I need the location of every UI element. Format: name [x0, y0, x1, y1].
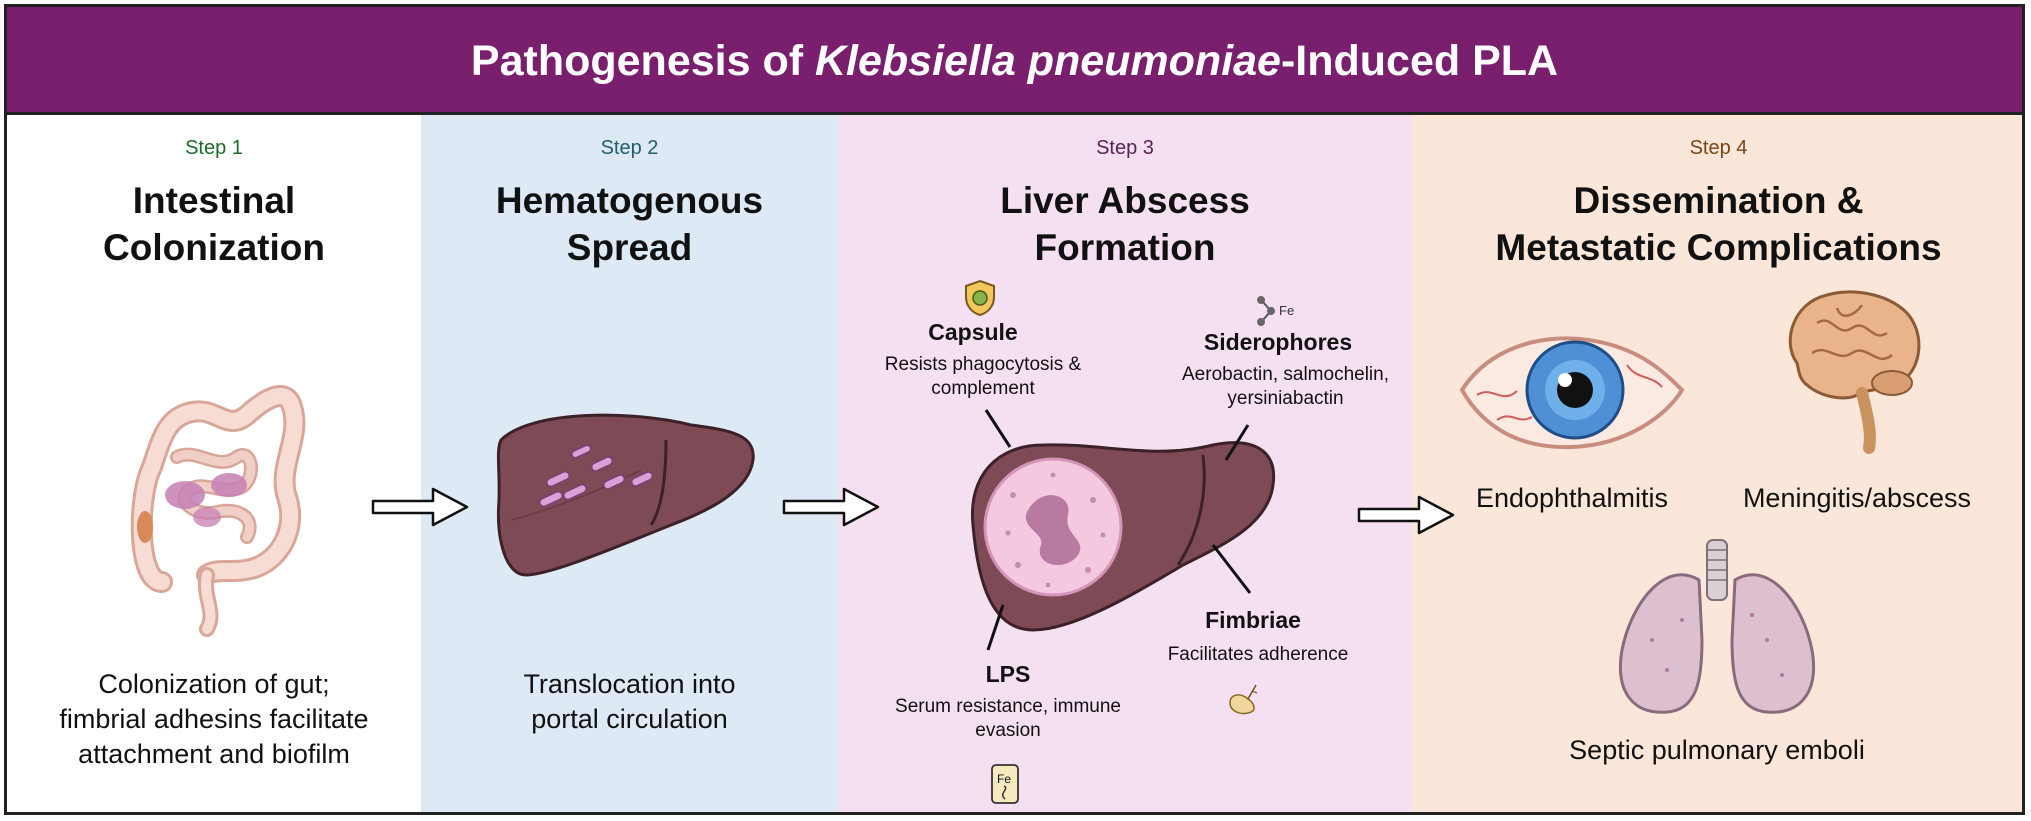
lps-desc-line1: Serum resistance, immune	[895, 696, 1121, 717]
panel-step-4: Step 4 Dissemination & Metastatic Compli…	[1412, 115, 2022, 812]
step-1-title-line1: Intestinal	[132, 180, 296, 221]
liver-icon	[496, 413, 755, 577]
factor-pointer-lines	[984, 409, 1252, 651]
eye-icon	[1459, 336, 1685, 450]
panel-step-2: Step 2 Hematogenous Spread Translocation…	[421, 115, 838, 812]
step-2-title-line2: Spread	[566, 227, 693, 268]
step-2-desc-line1: Translocation into	[523, 669, 736, 699]
step-4-title: Dissemination & Metastatic Complications	[1412, 177, 2022, 271]
capsule-desc-line1: Resists phagocytosis &	[884, 354, 1082, 375]
step-2-label: Step 2	[600, 137, 659, 159]
capsule-description: Resists phagocytosis & complement	[853, 353, 1113, 401]
siderophores-description: Aerobactin, salmochelin, yersiniabactin	[1163, 363, 1408, 411]
title-italic-species: Klebsiella pneumoniae	[815, 37, 1281, 85]
step-3-label: Step 3	[1096, 137, 1154, 159]
panel-step-3: Step 3 Liver Abscess Formation Capsule R…	[838, 115, 1412, 812]
step-4-title-line2: Metastatic Complications	[1495, 227, 1942, 268]
lps-description: Serum resistance, immune evasion	[858, 695, 1158, 743]
step-1-desc-line1: Colonization of gut;	[98, 669, 330, 699]
step-3-title-line2: Formation	[1034, 227, 1216, 268]
septic-emboli-label: Septic pulmonary emboli	[1569, 735, 1865, 765]
siderophores-desc-line1: Aerobactin, salmochelin,	[1182, 364, 1389, 385]
abscess-liver-icon	[970, 441, 1276, 632]
siderophores-desc-line2: yersiniabactin	[1227, 388, 1344, 409]
step-2-description: Translocation into portal circulation	[421, 667, 838, 737]
figure-title: Pathogenesis of Klebsiella pneumoniae-In…	[7, 7, 2022, 115]
meningitis-label: Meningitis/abscess	[1742, 483, 1972, 513]
step-4-label: Step 4	[1689, 137, 1748, 159]
iron-tag-icon: Fe	[991, 764, 1019, 804]
step-1-label: Step 1	[185, 137, 243, 159]
arrow-right-icon	[1357, 495, 1455, 535]
molecule-icon-fe-text: Fe	[1279, 303, 1294, 318]
fimbriae-label: Fimbriae	[1205, 607, 1301, 633]
step-3-title: Liver Abscess Formation	[838, 177, 1412, 271]
lps-label: LPS	[985, 661, 1031, 687]
figure-header: Pathogenesis of Klebsiella pneumoniae-In…	[7, 7, 2022, 115]
iron-tag-fe-text: Fe	[997, 772, 1011, 786]
endophthalmitis-label: Endophthalmitis	[1475, 483, 1669, 513]
arrow-right-icon	[371, 487, 469, 527]
capsule-label: Capsule	[928, 319, 1018, 345]
title-suffix: -Induced PLA	[1280, 37, 1559, 85]
intestine-icon	[130, 385, 306, 637]
step-2-desc-line2: portal circulation	[531, 704, 728, 734]
brain-icon	[1788, 290, 1921, 454]
step-1-desc-line2: fimbrial adhesins facilitate	[59, 704, 369, 734]
siderophores-label: Siderophores	[1203, 329, 1353, 355]
step-2-title: Hematogenous Spread	[421, 177, 838, 271]
figure-frame: Pathogenesis of Klebsiella pneumoniae-In…	[4, 4, 2025, 815]
shield-icon	[965, 279, 995, 317]
lps-desc-line2: evasion	[975, 720, 1041, 741]
arrow-right-icon	[782, 487, 880, 527]
step-3-title-line1: Liver Abscess	[1000, 180, 1250, 221]
capsule-desc-line2: complement	[931, 378, 1035, 399]
lungs-icon	[1619, 539, 1815, 714]
step-2-title-line1: Hematogenous	[495, 180, 764, 221]
fimbriae-bacterium-icon	[1229, 684, 1258, 715]
fimbriae-description: Facilitates adherence	[1167, 644, 1349, 665]
molecule-icon: Fe	[1257, 296, 1294, 326]
step-4-title-line1: Dissemination &	[1573, 180, 1864, 221]
step-1-description: Colonization of gut; fimbrial adhesins f…	[7, 667, 421, 772]
step-1-desc-line3: attachment and biofilm	[78, 739, 350, 769]
step-1-title-line2: Colonization	[103, 227, 325, 268]
panel-step-1: Step 1 Intestinal Colonization Colonizat…	[7, 115, 421, 812]
step-1-title: Intestinal Colonization	[7, 177, 421, 271]
title-prefix: Pathogenesis of	[470, 37, 815, 85]
